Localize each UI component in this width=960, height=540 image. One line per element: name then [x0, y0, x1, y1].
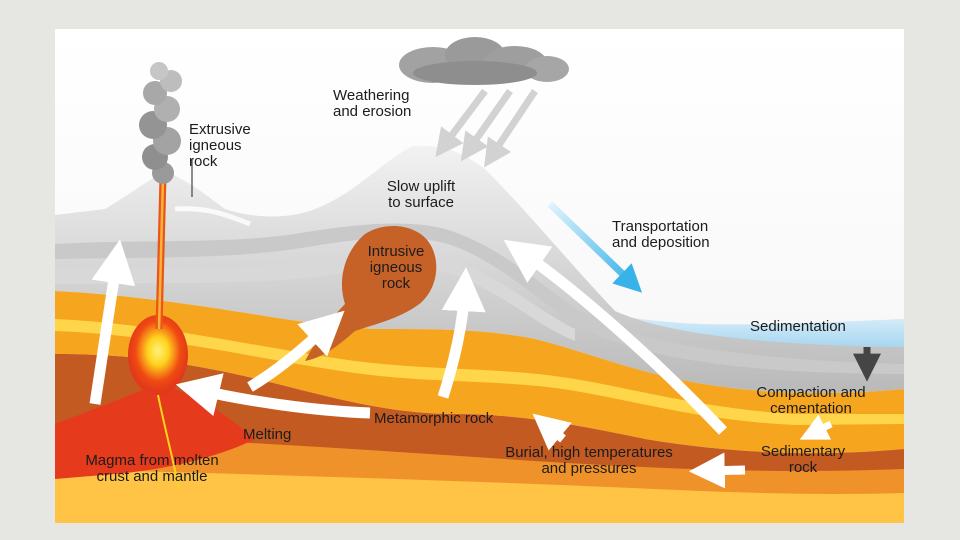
label-magma: Magma from molten crust and mantle: [57, 453, 247, 485]
label-slow-uplift: Slow uplift to surface: [371, 179, 471, 211]
label-sedimentation: Sedimentation: [750, 319, 846, 335]
label-extrusive-igneous-rock: Extrusive igneous rock: [189, 122, 251, 170]
label-melting: Melting: [243, 427, 291, 443]
label-weathering-erosion: Weathering and erosion: [333, 88, 411, 120]
label-metamorphic-rock: Metamorphic rock: [374, 411, 493, 427]
label-burial: Burial, high temperatures and pressures: [489, 445, 689, 477]
label-transportation-deposition: Transportation and deposition: [612, 219, 710, 251]
label-sedimentary-rock: Sedimentary rock: [743, 444, 863, 476]
slide-frame: Weathering and erosion Extrusive igneous…: [55, 29, 904, 523]
label-compaction-cementation: Compaction and cementation: [731, 385, 891, 417]
label-intrusive-igneous-rock: Intrusive igneous rock: [353, 244, 439, 292]
arrow-sedimentary-to-burial: [705, 470, 745, 471]
